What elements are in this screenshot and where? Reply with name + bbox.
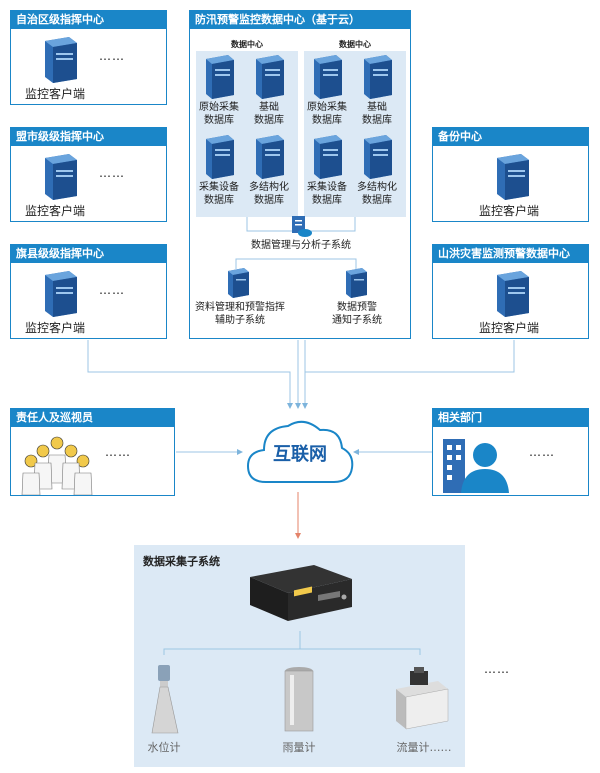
db-label: 多结构化 数据库 — [357, 182, 397, 206]
more-dots: …… — [99, 49, 125, 63]
more-dots: …… — [484, 662, 510, 676]
db-label: 基础 数据库 — [362, 102, 392, 126]
server-icon — [45, 37, 77, 83]
more-dots: …… — [99, 283, 125, 297]
server-icon — [45, 154, 77, 200]
server-icon — [497, 154, 529, 200]
db-label: 采集设备 数据库 — [307, 182, 347, 206]
database-icon — [206, 135, 234, 179]
server-icon — [497, 271, 529, 317]
panel-title: 备份中心 — [433, 128, 588, 146]
instrument-label: 水位计 — [147, 741, 181, 754]
flow-meter-icon — [396, 667, 449, 730]
database-icon — [256, 55, 284, 99]
people-group-icon — [21, 436, 93, 495]
mgmt-subsystem-label: 数据管理与分析子系统 — [251, 240, 351, 251]
client-label: 监控客户端 — [25, 321, 86, 335]
db-label: 原始采集 数据库 — [307, 102, 347, 126]
instrument-label: 雨量计 — [282, 741, 316, 754]
panel-title: 防汛预警监控数据中心（基于云） — [190, 11, 410, 29]
panel-data-center: 防汛预警监控数据中心（基于云） 数据中心 数据中心 原始采集 数据库 基础 数据… — [189, 10, 411, 339]
database-icon — [314, 135, 342, 179]
db-label: 采集设备 数据库 — [199, 182, 239, 206]
client-label: 监控客户端 — [25, 204, 86, 218]
subsystem-label: 资料管理和预警指挥 辅助子系统 — [195, 302, 285, 326]
database-icon — [364, 55, 392, 99]
panel-responsible-persons: 责任人及巡视员 …… — [10, 408, 175, 496]
more-dots: …… — [99, 166, 125, 180]
db-label: 原始采集 数据库 — [199, 102, 239, 126]
panel-data-collection: 数据采集子系统 水位计 雨量计 流量计…… — [134, 545, 465, 767]
panel-title: 责任人及巡视员 — [11, 409, 174, 427]
collection-title: 数据采集子系统 — [143, 555, 220, 568]
panel-title: 山洪灾害监测预警数据中心 — [433, 245, 588, 263]
data-center-label: 数据中心 — [231, 40, 263, 49]
document-cloud-icon — [292, 216, 312, 237]
instrument-label: 流量计…… — [396, 741, 452, 754]
panel-backup-center: 备份中心 监控客户端 — [432, 127, 589, 222]
panel-related-departments: 相关部门 …… — [432, 408, 589, 496]
client-label: 监控客户端 — [25, 87, 86, 101]
server-icon — [45, 271, 77, 317]
subsystem-label: 数据预警 通知子系统 — [332, 302, 382, 326]
server-icon — [346, 268, 367, 298]
internet-label: 互联网 — [273, 444, 327, 465]
panel-city-command: 盟市级级指挥中心 …… 监控客户端 — [10, 127, 167, 222]
client-label: 监控客户端 — [479, 321, 540, 335]
database-icon — [314, 55, 342, 99]
collection-lines — [163, 631, 421, 655]
department-person-icon — [443, 439, 509, 493]
db-label: 基础 数据库 — [254, 102, 284, 126]
rain-gauge-icon — [284, 667, 314, 732]
internet-cloud-icon — [246, 420, 354, 483]
water-level-gauge-icon — [151, 665, 179, 734]
panel-title: 盟市级级指挥中心 — [11, 128, 166, 146]
data-logger-device-icon — [250, 565, 352, 621]
client-label: 监控客户端 — [479, 204, 540, 218]
db-label: 多结构化 数据库 — [249, 182, 289, 206]
panel-title: 自治区级指挥中心 — [11, 11, 166, 29]
database-icon — [364, 135, 392, 179]
database-icon — [206, 55, 234, 99]
panel-title: 旗县级级指挥中心 — [11, 245, 166, 263]
more-dots: …… — [529, 445, 555, 459]
data-center-label: 数据中心 — [339, 40, 371, 49]
database-icon — [256, 135, 284, 179]
panel-region-command: 自治区级指挥中心 …… 监控客户端 — [10, 10, 167, 105]
more-dots: …… — [105, 445, 131, 459]
panel-title: 相关部门 — [433, 409, 588, 427]
panel-flood-monitoring-center: 山洪灾害监测预警数据中心 监控客户端 — [432, 244, 589, 339]
panel-county-command: 旗县级级指挥中心 …… 监控客户端 — [10, 244, 167, 339]
server-icon — [228, 268, 249, 298]
